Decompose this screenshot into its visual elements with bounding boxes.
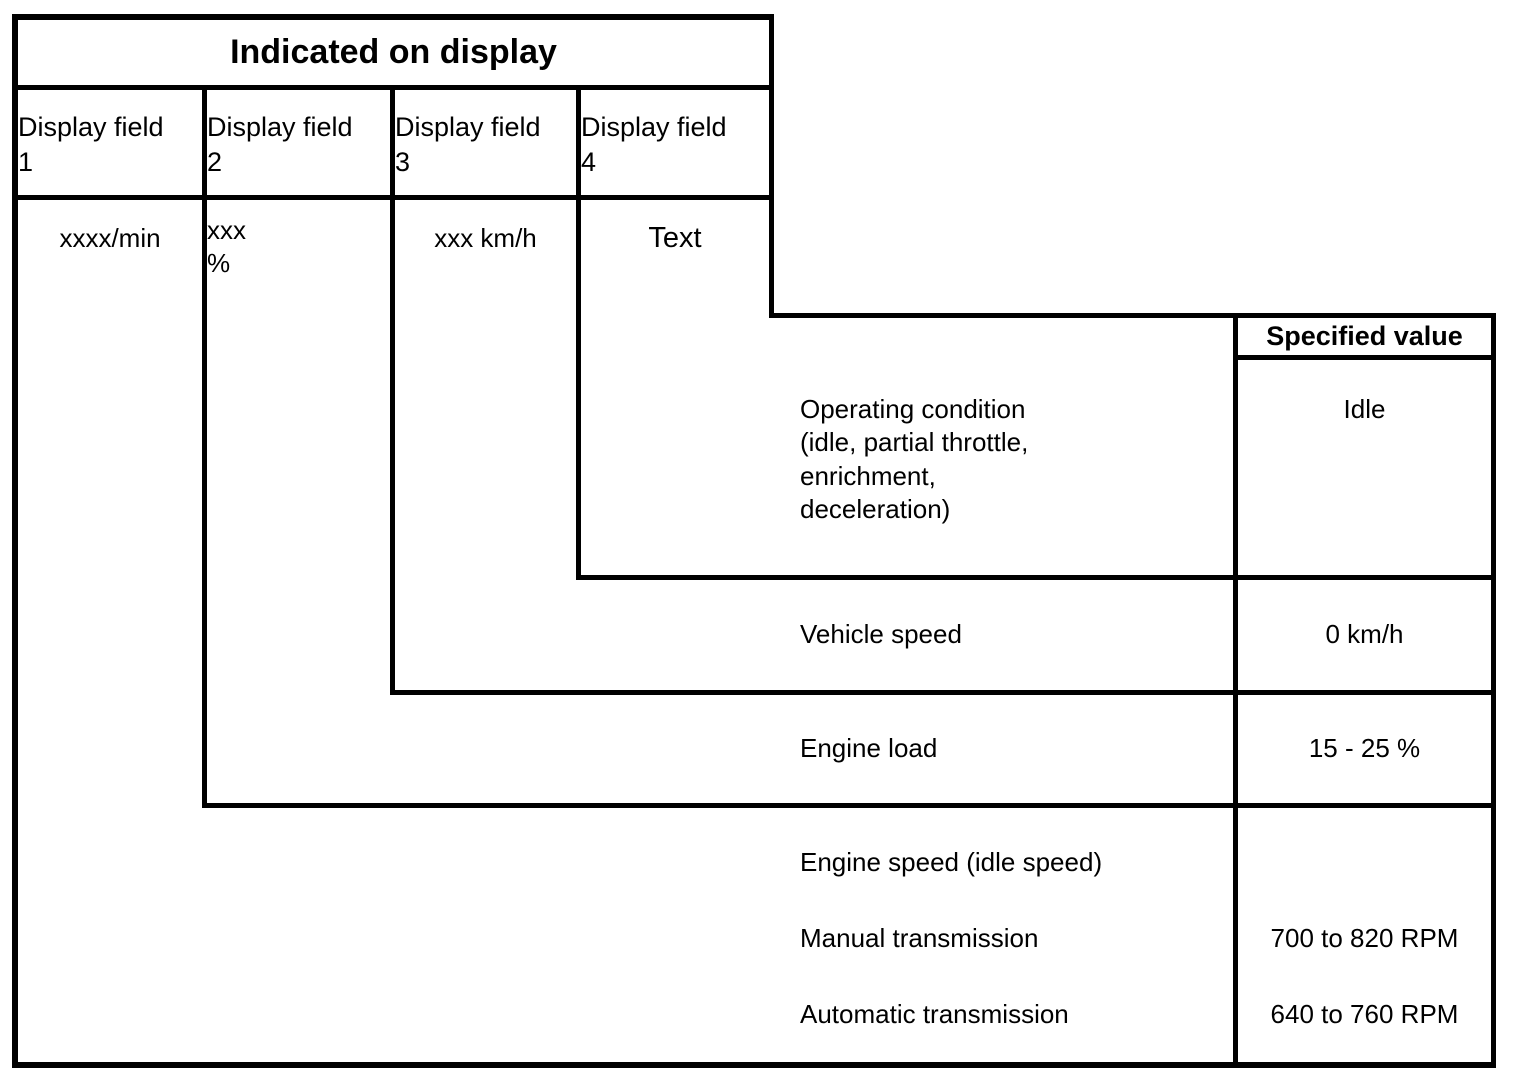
parameter-operating-condition: Operating condition (idle, partial throt… xyxy=(800,393,1220,543)
parameter-vehicle-speed: Vehicle speed xyxy=(800,619,962,650)
value-engine-load: 15 - 25 % xyxy=(1308,733,1421,764)
rule-specified-value-header xyxy=(1233,355,1496,360)
column-header-display-field-1: Display field 1 xyxy=(18,95,202,195)
value-engine-speed xyxy=(1238,838,1491,888)
divider-field2-field3 xyxy=(390,85,395,693)
step-rule-engine-load xyxy=(202,803,1496,808)
column-header-label: Display field xyxy=(207,112,353,143)
column-header-display-field-3: Display field 3 xyxy=(395,95,576,195)
step-rule-operating-condition xyxy=(576,575,1496,580)
divider-field1-field2 xyxy=(202,85,207,806)
divider-field3-field4 xyxy=(576,85,581,578)
step-rule-spec-band-top xyxy=(769,313,1496,318)
column-header-index: 4 xyxy=(581,147,597,177)
parameter-line-3: enrichment, xyxy=(800,460,936,491)
column-header-display-field-2: Display field 2 xyxy=(207,95,390,195)
parameter-engine-load: Engine load xyxy=(800,733,938,764)
border-top-display-table xyxy=(12,14,774,20)
display-field-2-value-number: xxx xyxy=(207,214,246,245)
display-field-4-value: Text xyxy=(648,222,702,254)
parameter-line-1: Operating condition xyxy=(800,394,1026,424)
column-header-label: Display field xyxy=(18,112,164,143)
divider-parameter-specified-value xyxy=(1233,313,1238,1068)
display-field-1-value: xxxx/min xyxy=(59,223,161,253)
display-field-2-value: xxx % xyxy=(207,207,390,287)
parameter-manual-transmission: Manual transmission xyxy=(800,923,1039,954)
display-field-2-value-unit: % xyxy=(207,248,231,278)
border-left-outer xyxy=(12,14,18,1068)
column-header-display-field-4: Display field 4 xyxy=(581,95,769,195)
parameter-automatic-transmission: Automatic transmission xyxy=(800,999,1069,1030)
display-field-3-value: xxx km/h xyxy=(434,223,537,253)
step-rule-vehicle-speed xyxy=(390,690,1496,695)
parameter-engine-speed: Engine speed (idle speed) xyxy=(800,847,1103,878)
parameter-line-2: (idle, partial throttle, xyxy=(800,427,1029,458)
column-header-index: 3 xyxy=(395,147,411,177)
value-manual-transmission: 700 to 820 RPM xyxy=(1270,923,1459,954)
column-header-index: 1 xyxy=(18,147,34,177)
column-header-index: 2 xyxy=(207,147,223,177)
value-operating-condition: Idle xyxy=(1343,394,1386,424)
parameter-line-4: deceleration) xyxy=(800,493,951,524)
column-header-label: Display field xyxy=(581,112,727,143)
border-bottom-outer xyxy=(12,1062,1496,1068)
column-header-label: Display field xyxy=(395,112,541,143)
border-right-outer xyxy=(1491,313,1496,1068)
value-automatic-transmission: 640 to 760 RPM xyxy=(1270,999,1459,1030)
value-vehicle-speed: 0 km/h xyxy=(1325,619,1404,650)
border-right-display-table xyxy=(769,14,774,318)
specified-value-header: Specified value xyxy=(1266,321,1463,352)
display-table-title: Indicated on display xyxy=(230,32,557,71)
